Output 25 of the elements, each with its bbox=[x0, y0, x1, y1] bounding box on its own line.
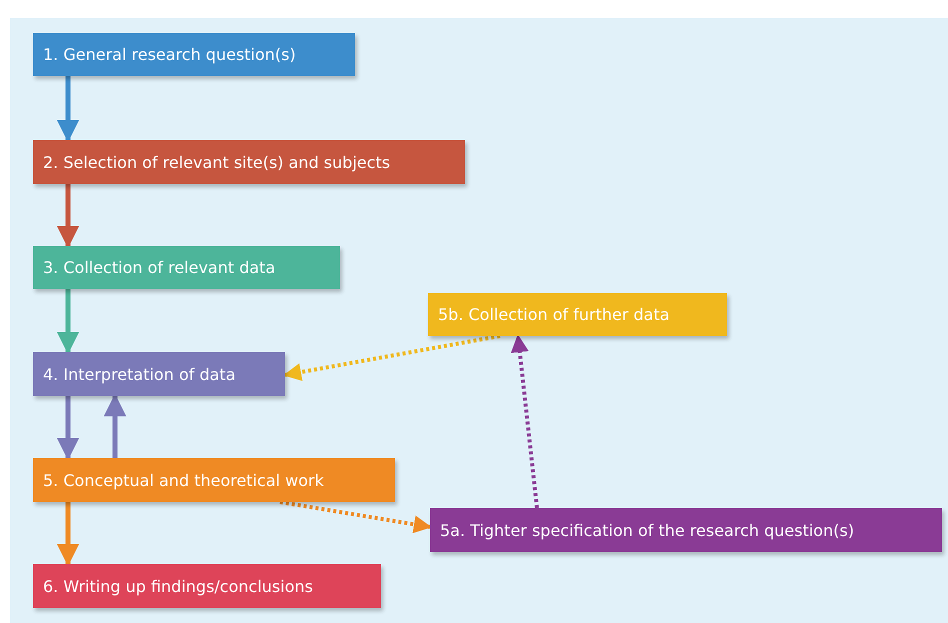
step-box bbox=[33, 564, 381, 608]
step-box bbox=[33, 458, 395, 502]
step-label: 5b. Collection of further data bbox=[438, 305, 670, 324]
step-box bbox=[33, 140, 465, 184]
arrow bbox=[56, 396, 80, 460]
step-box bbox=[33, 33, 355, 76]
arrow bbox=[56, 184, 80, 248]
step-label: 4. Interpretation of data bbox=[43, 364, 236, 384]
step-label: 3. Collection of relevant data bbox=[43, 258, 276, 277]
step-box bbox=[33, 352, 285, 396]
step-box bbox=[428, 293, 727, 336]
step-label: 5a. Tighter specification of the research question(s) bbox=[440, 520, 854, 540]
step-box bbox=[33, 246, 340, 289]
step-label: 6. Writing up findings/conclusions bbox=[43, 576, 313, 596]
arrow bbox=[283, 334, 500, 381]
arrow bbox=[56, 76, 80, 142]
step-label: 1. General research question(s) bbox=[43, 45, 296, 64]
step-label: 2. Selection of relevant site(s) and subjects bbox=[43, 152, 390, 172]
step-box bbox=[430, 508, 942, 552]
arrow bbox=[280, 500, 432, 534]
step-label: 5. Conceptual and theoretical work bbox=[43, 470, 324, 490]
arrow bbox=[56, 502, 80, 566]
arrow bbox=[56, 289, 80, 354]
arrow bbox=[510, 334, 539, 508]
arrow bbox=[104, 394, 126, 458]
